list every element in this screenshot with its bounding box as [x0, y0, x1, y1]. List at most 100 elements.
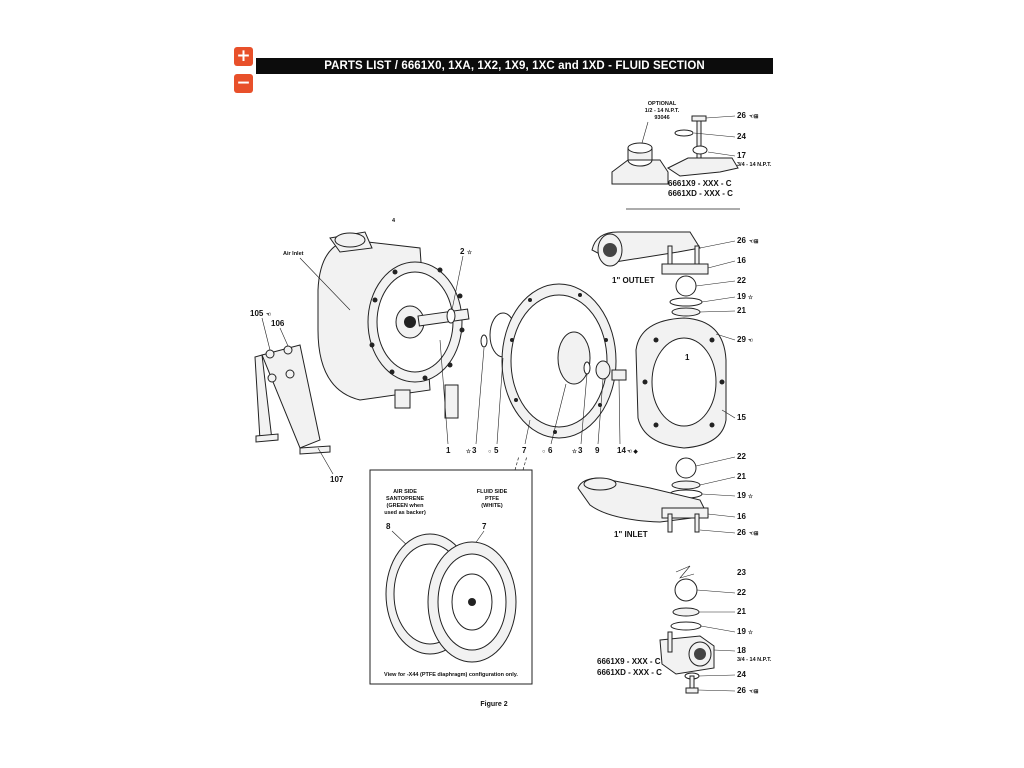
svg-text:☆: ☆ — [748, 629, 754, 636]
callout-24b: 24 — [737, 670, 746, 679]
callout-22: 22 — [737, 276, 746, 285]
svg-text:☜ ◆: ☜ ◆ — [627, 448, 638, 455]
ball-22 — [675, 275, 697, 297]
callout-21c: 21 — [737, 607, 746, 616]
callout-22c: 22 — [737, 588, 746, 597]
air-motor-assembly: Air Inlet 2 ☆ — [283, 231, 517, 419]
plug-17 — [692, 145, 708, 155]
svg-text:☆: ☆ — [467, 249, 473, 256]
leader-lines — [439, 339, 621, 445]
callout-17: 17 — [737, 151, 746, 160]
ball-22c — [674, 578, 698, 602]
model-number-3: 6661X9 - XXX - C — [597, 657, 661, 666]
outlet-label: 1" OUTLET — [612, 276, 655, 285]
leader-line — [299, 257, 351, 311]
callout-9: 9 — [595, 446, 600, 455]
callout-3b: 3 — [578, 446, 583, 455]
port-top — [627, 142, 653, 154]
spring-23 — [675, 565, 695, 579]
svg-text:PTFE: PTFE — [485, 496, 499, 502]
seat-21b — [671, 480, 701, 490]
washer-24 — [674, 129, 694, 137]
svg-text:1: 1 — [685, 353, 690, 362]
figure-caption: Figure 2 — [480, 701, 507, 708]
bolt-14 — [611, 369, 627, 381]
svg-text:FLUID SIDE: FLUID SIDE — [477, 489, 508, 495]
callout-15: 15 — [737, 413, 746, 422]
model-number-4: 6661XD - XXX - C — [597, 668, 662, 677]
svg-text:(WHITE): (WHITE) — [481, 503, 503, 509]
svg-text:☆: ☆ — [466, 448, 472, 455]
zoom-out-button[interactable]: − — [234, 74, 253, 93]
callout-6: 6 — [548, 446, 553, 455]
seat-21c — [672, 607, 700, 617]
callout-26b: 26 — [737, 236, 746, 245]
air-inlet-label: Air Inlet — [283, 251, 304, 257]
callout-16: 16 — [737, 256, 746, 265]
model-number-2: 6661XD - XXX - C — [668, 189, 733, 198]
callout-1: 1 — [446, 446, 451, 455]
bolt-head — [691, 115, 707, 122]
manifold-flange-16 — [661, 263, 709, 275]
svg-text:used as backer): used as backer) — [384, 510, 426, 516]
leader-lines — [261, 317, 334, 475]
fluid-body-assembly: 1" OUTLET 1 1" INLET 26 ☜⊞ 16 22 19 ☆ 21… — [577, 231, 759, 539]
svg-text:SANTOPRENE: SANTOPRENE — [386, 496, 424, 502]
bottom-callouts: 1 ☆ 3 ○ 5 7 ○ 6 ☆ 3 9 14 ☜ ◆ — [439, 339, 638, 471]
callout-2: 2 — [460, 247, 465, 256]
npt-label-bottom: 3/4 - 14 N.P.T. — [737, 657, 772, 663]
callout-14: 14 — [617, 446, 626, 455]
callout-26-symbol: ☜⊞ — [749, 114, 759, 120]
o-ring-2 — [446, 308, 456, 324]
shaft-1 — [417, 308, 470, 327]
optional-label: OPTIONAL — [648, 101, 677, 107]
bottom-port-inset: 23 22 21 19 ☆ 18 3/4 - 14 N.P.T. 24 26 ☜… — [597, 565, 772, 695]
inlet-port — [583, 477, 617, 491]
callout-5: 5 — [494, 446, 499, 455]
small-mark: 4 — [392, 218, 396, 224]
svg-text:○: ○ — [488, 449, 491, 455]
bracket-foot — [299, 445, 331, 455]
callout-21b: 21 — [737, 472, 746, 481]
svg-text:AIR SIDE: AIR SIDE — [393, 489, 417, 495]
diaphragm-stack — [501, 283, 627, 439]
o-ring-3b — [583, 361, 591, 375]
callout-26c: 26 — [737, 528, 746, 537]
svg-text:☆: ☆ — [572, 448, 578, 455]
fluid-cap-inner — [651, 337, 717, 427]
callout-3: 3 — [472, 446, 477, 455]
inset-callout-8: 8 — [386, 522, 391, 531]
callout-105: 105 — [250, 309, 264, 318]
leader-line — [451, 255, 464, 311]
svg-text:☆: ☆ — [748, 294, 754, 301]
leader-lines — [695, 240, 736, 534]
inset-note: View for -X44 (PTFE diaphragm) configura… — [384, 672, 518, 678]
callout-16b: 16 — [737, 512, 746, 521]
inset-callout-7: 7 — [482, 522, 487, 531]
svg-text:☜⊞: ☜⊞ — [749, 689, 759, 695]
bracket-foot-2 — [255, 433, 279, 443]
callout-26d: 26 — [737, 686, 746, 695]
svg-text:☜⊞: ☜⊞ — [749, 239, 759, 245]
motor-foot-2 — [444, 384, 459, 419]
washer-9 — [595, 360, 611, 380]
callout-22b: 22 — [737, 452, 746, 461]
callout-24: 24 — [737, 132, 746, 141]
svg-text:(GREEN when: (GREEN when — [387, 503, 425, 509]
callout-19: 19 — [737, 292, 746, 301]
svg-text:☆: ☆ — [748, 493, 754, 500]
manifold-end — [667, 157, 739, 177]
svg-text:☜⊞: ☜⊞ — [749, 531, 759, 537]
svg-text:☜: ☜ — [748, 338, 753, 344]
page-title: PARTS LIST / 6661X0, 1XA, 1X2, 1X9, 1XC … — [256, 58, 773, 74]
ptfe-diaphragm-inset: AIR SIDE SANTOPRENE (GREEN when used as … — [369, 469, 533, 685]
optional-npt-label: 1/2 - 14 N.P.T. — [645, 108, 680, 114]
callout-106: 106 — [271, 319, 285, 328]
callout-7: 7 — [522, 446, 527, 455]
svg-text:☜: ☜ — [266, 312, 271, 318]
motor-foot — [394, 389, 411, 409]
zoom-in-button[interactable]: + — [234, 47, 253, 66]
callout-107: 107 — [330, 475, 344, 484]
inlet-label: 1" INLET — [614, 530, 648, 539]
